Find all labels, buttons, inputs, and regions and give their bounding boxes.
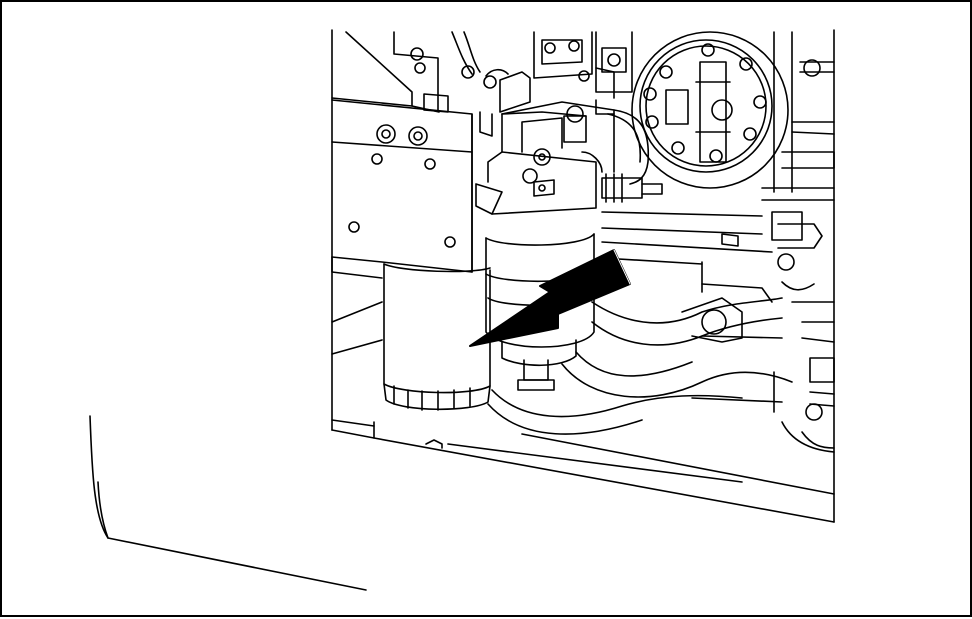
bracket-bolts <box>348 47 456 248</box>
floor-bolt <box>331 419 443 449</box>
injection-pump-block <box>533 31 633 115</box>
round-flange <box>631 31 789 189</box>
frame-rails <box>601 211 773 303</box>
filter-head <box>475 101 615 215</box>
right-side-piping <box>761 31 835 453</box>
upper-hose-clamp <box>451 31 531 137</box>
compartment-outline <box>331 29 835 523</box>
return-hoses <box>487 297 793 435</box>
side-panel-edge <box>89 415 367 591</box>
mounting-bracket <box>331 31 473 355</box>
removal-arrow-icon <box>469 249 631 347</box>
spin-on-filter <box>383 263 491 411</box>
